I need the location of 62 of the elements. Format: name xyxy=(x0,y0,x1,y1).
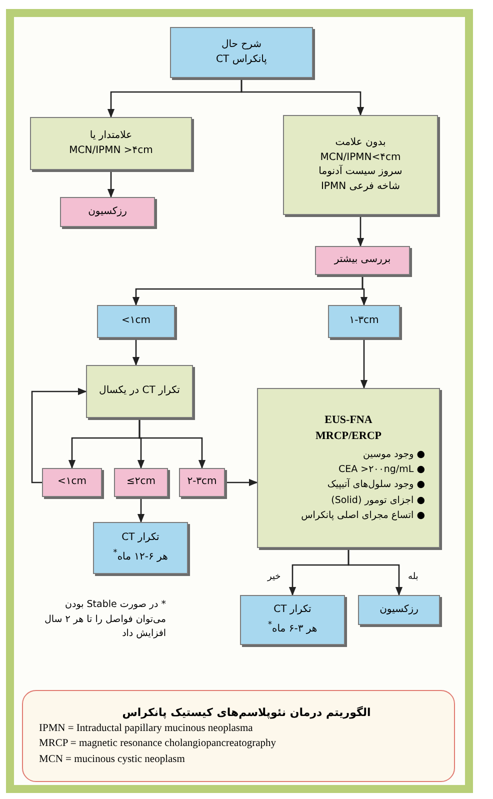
box-label: بررسی بیشتر xyxy=(334,253,391,268)
process-box xyxy=(42,468,102,497)
box-label: تکرار CT در یکسال xyxy=(99,384,180,398)
process-box xyxy=(97,305,175,338)
box-label: CT پانکراس xyxy=(216,52,267,66)
box-label: علامتدار یا xyxy=(90,129,132,143)
arrow xyxy=(107,170,115,198)
process-box xyxy=(283,115,438,215)
arrow xyxy=(240,78,364,116)
process-box xyxy=(315,246,410,275)
box-label: تکرار CT xyxy=(274,603,312,618)
definition-text: IPMN = Intraductal papillary mucinous neoplasma xyxy=(39,722,253,736)
list-item: ● اجزای تومور (Solid) xyxy=(330,494,425,508)
box-label: رزکسیون xyxy=(88,204,127,219)
definition-text: MCN = mucinous cystic neoplasm xyxy=(39,752,185,767)
box-label: <۱cm xyxy=(122,314,150,328)
box-label: MRCP/ERCP xyxy=(316,429,382,444)
arrow xyxy=(360,338,368,389)
arrow xyxy=(138,418,206,469)
list-item: ● CEA >۲۰۰ng/mL xyxy=(337,463,425,478)
process-box xyxy=(170,27,313,78)
list-item: ● وجود موسین xyxy=(362,448,425,462)
edge-label: خیر xyxy=(266,572,282,582)
box-label: شرح حال xyxy=(221,38,262,52)
footnote: * در صورت Stable بودن می‌توان فواصل را تا هر ۲ سال افزایش داد xyxy=(43,598,166,642)
arrow xyxy=(31,388,87,484)
legend-panel xyxy=(22,690,455,782)
box-label: سروز سیست آدنوما xyxy=(318,165,402,179)
box-label: ۱-۳cm xyxy=(349,314,379,328)
process-box xyxy=(179,468,225,497)
arrow xyxy=(288,548,350,596)
box-label: EUS-FNA xyxy=(324,413,372,428)
box-label: هر ۳-۶ ماه$^{*}$ xyxy=(268,618,318,636)
list-item: ● وجود سلول‌های آتیپیک xyxy=(326,477,425,492)
process-box xyxy=(358,595,440,625)
process-box xyxy=(86,365,193,418)
process-box xyxy=(328,305,400,338)
panel-title: الگوریتم درمان نئوپلاسم‌های کیستیک پانکراس xyxy=(122,705,371,722)
list-item: ● اتساع مجرای اصلی پانکراس xyxy=(300,508,425,523)
process-box xyxy=(30,117,192,170)
arrow xyxy=(360,275,368,306)
arrow xyxy=(137,497,145,523)
box-label: ۲-۳cm xyxy=(187,475,217,490)
box-label: IPMN شاخه فرعی xyxy=(320,180,400,194)
box-label: MCN/IPMN >۴cm xyxy=(69,144,153,158)
process-box xyxy=(93,522,188,574)
box-label: هر ۶-۱۲ ماه$^{*}$ xyxy=(113,546,168,564)
box-label: بدون علامت xyxy=(335,136,386,150)
box-label: <۱cm xyxy=(58,475,86,490)
arrow xyxy=(132,338,140,366)
box-label: ≤۲cm xyxy=(126,475,156,490)
process-box xyxy=(60,197,155,227)
box-label: MCN/IPMN<۴cm xyxy=(320,150,401,164)
process-box xyxy=(240,595,345,645)
box-label: تکرار CT xyxy=(122,531,160,546)
edge-label: بله xyxy=(407,572,420,582)
process-box xyxy=(114,468,168,497)
box-label: رزکسیون xyxy=(380,602,418,617)
process-box xyxy=(257,388,440,548)
arrow xyxy=(225,478,258,486)
arrow xyxy=(356,215,364,247)
definition-text: MRCP = magnetic resonance cholangiopancreatography xyxy=(39,737,276,752)
